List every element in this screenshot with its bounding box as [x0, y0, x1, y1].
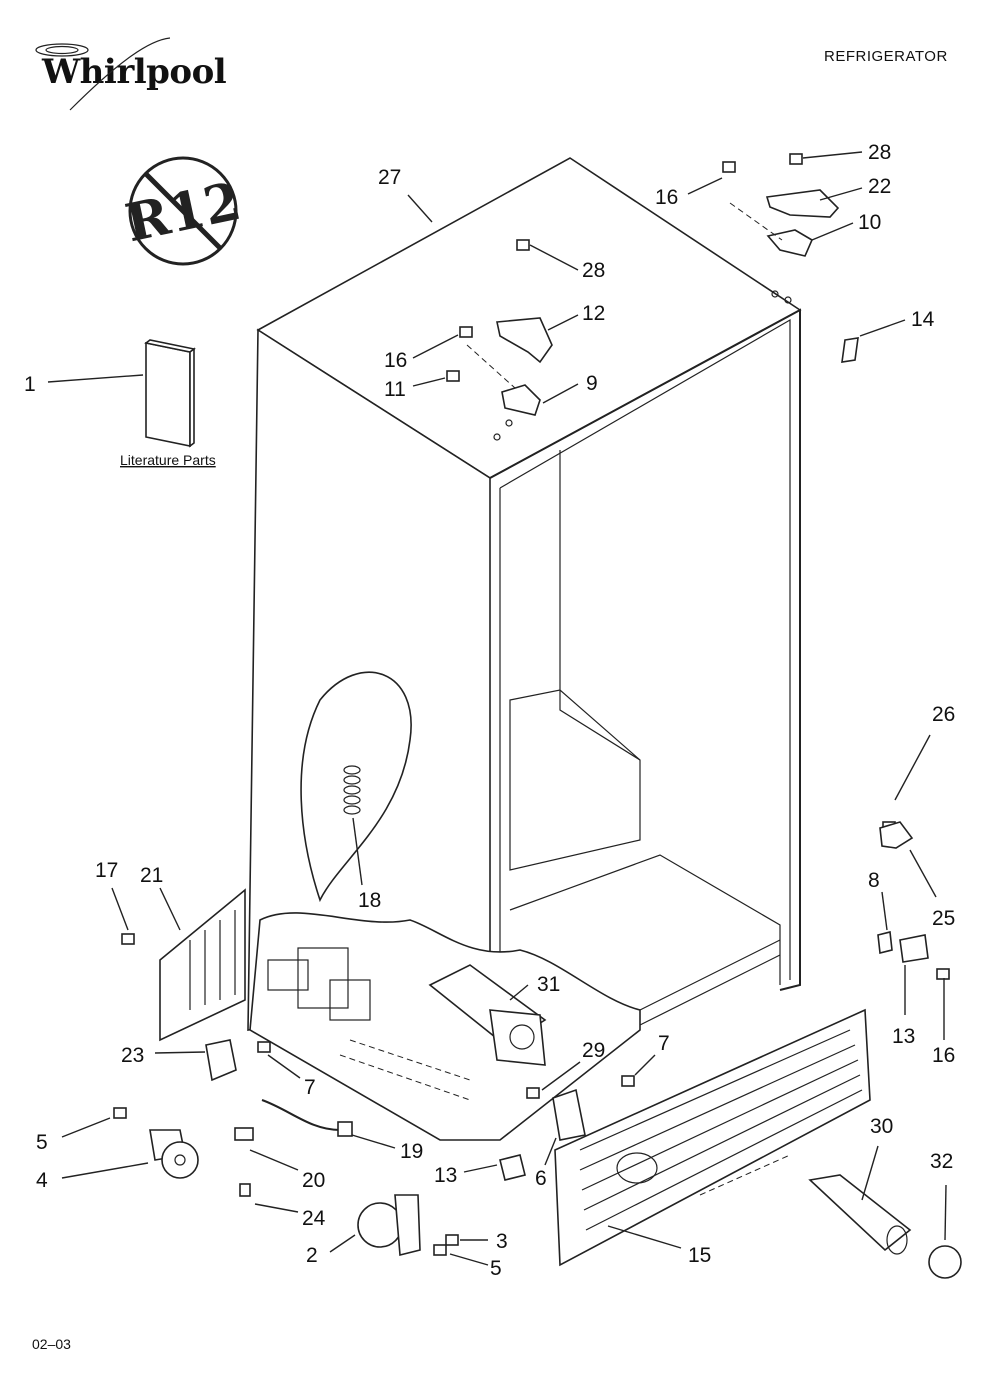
part-31-fan-shroud	[428, 964, 547, 1066]
callout-16: 16	[932, 1044, 955, 1067]
callout-6: 6	[535, 1167, 547, 1190]
part-4-roller	[149, 1129, 199, 1179]
callout-16: 16	[384, 349, 407, 372]
callout-4: 4	[36, 1169, 48, 1192]
callout-22: 22	[868, 175, 891, 198]
callout-31: 31	[537, 973, 560, 996]
callout-11: 11	[384, 378, 406, 401]
callout-7: 7	[658, 1032, 670, 1055]
part-30-water-filter	[808, 1174, 912, 1255]
document-code: 02–03	[32, 1336, 71, 1352]
callout-7: 7	[304, 1076, 316, 1099]
callout-9: 9	[586, 372, 598, 395]
callout-14: 14	[911, 308, 935, 331]
screws	[113, 153, 950, 1256]
callout-19: 19	[400, 1140, 423, 1163]
document-title: REFRIGERATOR	[824, 48, 948, 65]
callout-28: 28	[582, 259, 605, 282]
callout-3: 3	[496, 1230, 508, 1253]
part-2-leveler	[357, 1194, 421, 1257]
no-r12-icon: R12	[120, 156, 246, 266]
part-15-toe-grille	[554, 1008, 871, 1267]
callout-13: 13	[892, 1025, 915, 1048]
literature-booklet: Literature Parts	[120, 339, 216, 468]
callout-labels: 1 27 16 28 22 10 28 12 16 11 9 14 26 8 2…	[24, 141, 955, 1280]
callout-27: 27	[378, 166, 401, 189]
callout-30: 30	[870, 1115, 893, 1138]
callout-13: 13	[434, 1164, 457, 1187]
logo-swirl-icon	[35, 37, 171, 111]
top-hinge-right	[729, 189, 840, 304]
part-18-heater	[343, 765, 361, 815]
callout-26: 26	[932, 703, 955, 726]
callout-32: 32	[930, 1150, 953, 1173]
callout-29: 29	[582, 1039, 605, 1062]
callout-23: 23	[121, 1044, 144, 1067]
part-32-filter-cap	[928, 1245, 962, 1279]
literature-parts-caption: Literature Parts	[120, 452, 216, 468]
brand-wordmark: Whirlpool	[42, 52, 227, 92]
callout-10: 10	[858, 211, 881, 234]
leader-lines	[47, 151, 947, 1266]
callout-17: 17	[95, 859, 118, 882]
part-6-bracket	[552, 1088, 586, 1141]
part-13-bracket-lower	[499, 1154, 526, 1181]
callout-28: 28	[868, 141, 891, 164]
callout-1: 1	[24, 373, 36, 396]
part-8-13-right-brackets	[877, 931, 929, 963]
callout-25: 25	[932, 907, 955, 930]
part-14-clip	[841, 337, 859, 363]
brand-logo: Whirlpool	[42, 52, 227, 92]
callout-5: 5	[490, 1257, 502, 1280]
callout-24: 24	[302, 1207, 326, 1230]
callout-20: 20	[302, 1169, 325, 1192]
callout-16: 16	[655, 186, 678, 209]
top-hinge-left	[466, 317, 553, 441]
refrigerator-cabinet	[247, 157, 802, 1141]
callout-8: 8	[868, 869, 880, 892]
part-23-bracket	[205, 1039, 237, 1082]
callout-2: 2	[306, 1244, 318, 1267]
part-25-bracket	[879, 821, 914, 849]
callout-12: 12	[582, 302, 605, 325]
part-21-rear-panel	[159, 888, 246, 1042]
callout-15: 15	[688, 1244, 711, 1267]
callout-5: 5	[36, 1131, 48, 1154]
callout-18: 18	[358, 889, 381, 912]
part-19-tube	[234, 1099, 353, 1141]
callout-21: 21	[140, 864, 163, 887]
